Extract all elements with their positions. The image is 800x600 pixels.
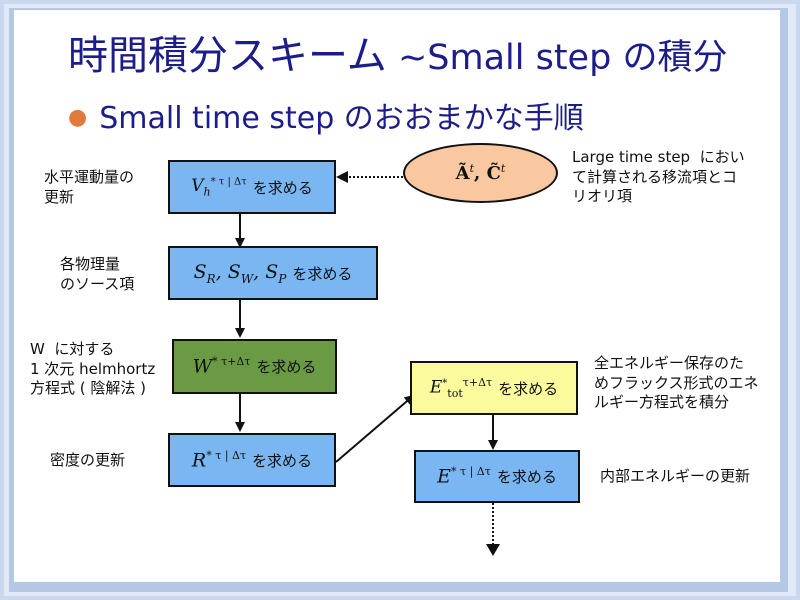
label-total-energy: 全エネルギー保存のた めフラックス形式のエネ ルギー方程式を積分 — [594, 354, 759, 411]
math-v: Vh* τ | Δτ — [191, 175, 247, 199]
label-density: 密度の更新 — [50, 451, 126, 469]
math-s: SR, SW, SP — [193, 260, 287, 286]
math-w: W* τ+Δτ — [192, 355, 251, 378]
box-internal-energy: E* τ | Δτ を求める — [414, 450, 580, 503]
label-source-terms: 各物理量 のソース項 — [60, 255, 135, 293]
box-w-helmholtz: W* τ+Δτ を求める — [172, 339, 337, 394]
slide-canvas — [14, 10, 780, 582]
label-internal-energy: 内部エネルギーの更新 — [600, 467, 751, 485]
title-english: ~Small step — [386, 38, 612, 78]
bullet-text: Small time step のおおまかな手順 — [99, 101, 584, 136]
slide-title: 時間積分スキーム ~Small step の積分 — [68, 36, 727, 76]
arrow-r-to-etot — [335, 394, 415, 463]
box-source-terms: SR, SW, SP を求める — [168, 246, 378, 300]
bullet-icon: ● — [68, 105, 88, 130]
ellipse-math: Ãt, C̃t — [455, 162, 506, 184]
math-e: E* τ | Δτ — [437, 465, 491, 488]
box-w-label: を求める — [256, 358, 317, 376]
arrow-e-continue-head — [486, 544, 500, 556]
math-etot: E*totτ+Δτ — [429, 375, 493, 401]
box-s-label: を求める — [292, 264, 353, 283]
box-e-label: を求める — [496, 468, 557, 486]
label-w-helmholtz: W に対する 1 次元 helmhortz 方程式 ( 陰解法 ) — [30, 340, 156, 397]
label-horizontal-momentum: 水平運動量の 更新 — [44, 168, 135, 206]
label-ellipse: Large time step におい て計算される移流項とコ リオリ項 — [572, 148, 745, 205]
box-density: R* τ | Δτ を求める — [168, 433, 336, 487]
ellipse-advection-coriolis: Ãt, C̃t — [403, 143, 558, 203]
box-total-energy: E*totτ+Δτ を求める — [410, 361, 578, 415]
box-v-label: を求める — [252, 178, 313, 197]
title-tail: の積分 — [611, 38, 728, 78]
bullet-item: ● Small time step のおおまかな手順 — [68, 104, 584, 134]
box-etot-label: を求める — [498, 379, 559, 398]
math-r: R* τ | Δτ — [191, 448, 247, 472]
box-horizontal-momentum: Vh* τ | Δτ を求める — [168, 160, 336, 214]
arrow-ellipse-to-v-head — [336, 171, 348, 183]
box-r-label: を求める — [252, 451, 313, 470]
title-japanese: 時間積分スキーム — [68, 33, 387, 79]
